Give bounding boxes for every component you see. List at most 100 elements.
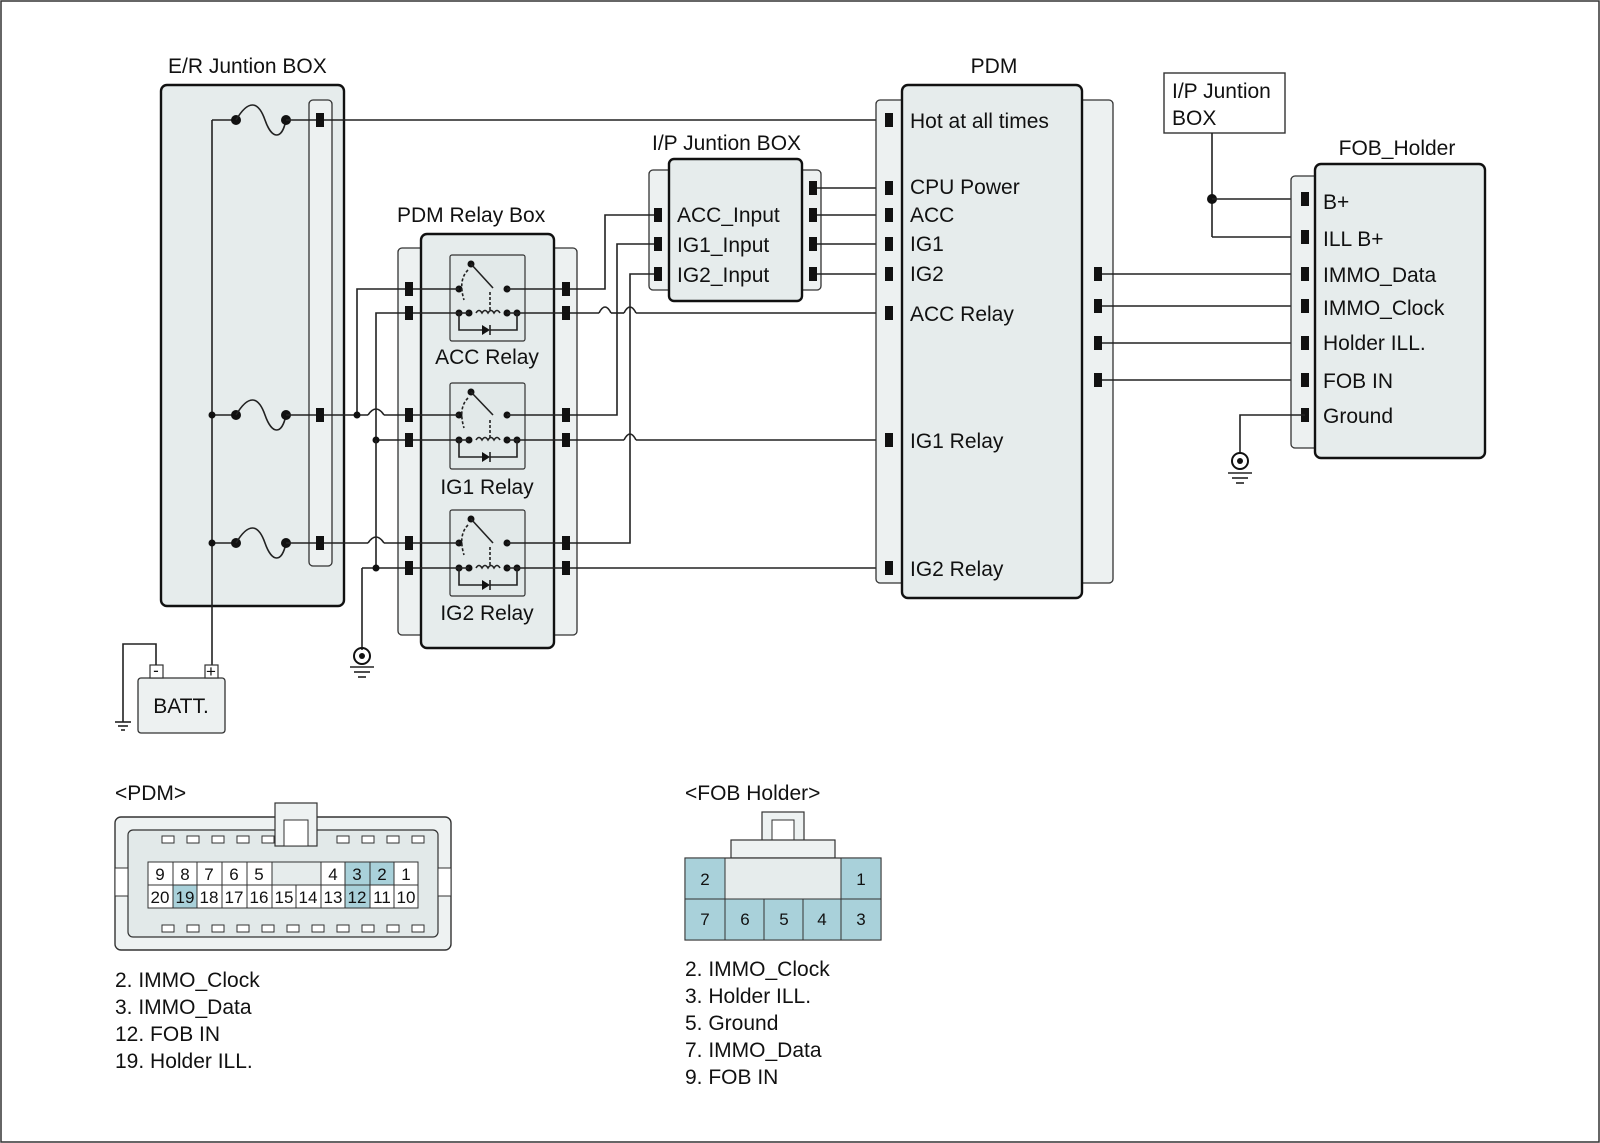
ig2-relay [449,509,526,597]
pdm-pin-label: 1 [401,865,410,884]
latch [161,835,175,844]
latch [211,835,225,844]
battery: - + BATT. [115,643,226,734]
latch [411,924,425,933]
latch [386,835,400,844]
latch [336,835,350,844]
pdm-pin-label: 2 [377,865,386,884]
fob-pin-5 [763,898,804,941]
relay-box-title: PDM Relay Box [397,204,546,227]
pdm-pin-10 [393,884,419,909]
fob-pin-ill-b-plus: ILL B+ [1323,228,1384,251]
latch [361,835,375,844]
pdm-pin-label: 11 [373,888,391,907]
ig1-relay [449,382,526,470]
fob-legend-item: 7. IMMO_Data [685,1039,822,1062]
ip-pin-ig2-input: IG2_Input [677,264,769,287]
fob-pin-6 [724,898,765,941]
fob-pin-holder-ill: Holder ILL. [1323,332,1426,355]
pdm-pin-label: 20 [151,888,170,907]
pdm-pin-ig2-relay: IG2 Relay [910,558,1004,581]
latch [211,924,225,933]
pdm-connector-title: <PDM> [115,782,186,805]
ip-junction-box [667,157,804,303]
pdm-title: PDM [971,55,1018,78]
latch [411,835,425,844]
fob-legend-item: 2. IMMO_Clock [685,958,830,981]
ip-box-title: I/P Juntion BOX [652,132,801,155]
pdm-pin-cpu-power: CPU Power [910,176,1020,199]
pdm-legend-item: 3. IMMO_Data [115,996,252,1019]
pdm-pin-label: 5 [254,865,263,884]
pdm-pin-label: 18 [200,888,219,907]
er-box-title: E/R Juntion BOX [168,55,327,78]
latch [186,835,200,844]
ip-small-line1: I/P Juntion [1172,80,1271,103]
pdm-legend-item: 12. FOB IN [115,1023,220,1046]
fob-pin-label: 7 [700,910,709,929]
fob-title: FOB_Holder [1339,137,1456,160]
pdm-pin-ig2: IG2 [910,263,944,286]
pdm-pin-acc-relay: ACC Relay [910,303,1014,326]
ip-pin-acc-input: ACC_Input [677,204,780,227]
ig1-relay-label: IG1 Relay [440,476,534,499]
fob-pin-immo-clock: IMMO_Clock [1323,297,1445,320]
fob-pin-b-plus: B+ [1323,191,1349,214]
latch [286,924,300,933]
fob-pin-3 [840,898,882,941]
fob-pin-label: 3 [856,910,865,929]
battery-label: BATT. [153,695,209,718]
fob-legend-item: 3. Holder ILL. [685,985,811,1008]
relay-ground-icon [350,647,374,678]
pdm-pin-label: 17 [225,888,244,907]
pdm-pin-label: 7 [204,865,213,884]
pdm-pin-label: 19 [176,888,195,907]
pdm-pin-label: 3 [352,865,361,884]
pdm-connector-latches-bottom [161,924,425,933]
fob-pin-label: 1 [856,870,865,889]
latch [386,924,400,933]
ip-pin-ig1-input: IG1_Input [677,234,769,257]
fob-legend-item: 5. Ground [685,1012,778,1035]
pdm-pin-label: 12 [348,888,367,907]
fob-holder [1313,162,1487,460]
pdm-module [900,83,1084,600]
acc-relay-label: ACC Relay [435,346,539,369]
pdm-pin-label: 16 [250,888,269,907]
pdm-connector-latches-top [161,835,425,844]
ip-small-line2: BOX [1172,107,1216,130]
fob-pin-4 [802,898,842,941]
fob-pin-label: 4 [817,910,826,929]
latch [336,924,350,933]
fob-pin-2 [684,857,726,900]
battery-minus: - [153,661,159,680]
pdm-pin-acc: ACC [910,204,954,227]
pdm-pin-label: 14 [299,888,318,907]
latch [186,924,200,933]
latch [236,835,250,844]
pdm-legend-item: 19. Holder ILL. [115,1050,253,1073]
pdm-pin-ig1-relay: IG1 Relay [910,430,1004,453]
fob-connector-title: <FOB Holder> [685,782,820,805]
battery-body [137,677,226,734]
er-box-connector-strip [308,99,333,567]
latch [311,924,325,933]
fob-pin-label: 6 [740,910,749,929]
pdm-legend-item: 2. IMMO_Clock [115,969,260,992]
pdm-pin-label: 13 [324,888,343,907]
latch [161,924,175,933]
fob-pin-immo-data: IMMO_Data [1323,264,1437,287]
pdm-pin-label: 15 [275,888,294,907]
fob-pin-label: 2 [700,870,709,889]
pdm-pin-hot: Hot at all times [910,110,1049,133]
ig2-relay-label: IG2 Relay [440,602,534,625]
fob-ground-icon [1228,452,1252,484]
chassis-ground-icon [115,721,131,731]
latch [261,835,275,844]
pdm-pin-label: 4 [328,865,337,884]
fob-pin-label: 5 [779,910,788,929]
battery-plus: + [206,662,216,681]
